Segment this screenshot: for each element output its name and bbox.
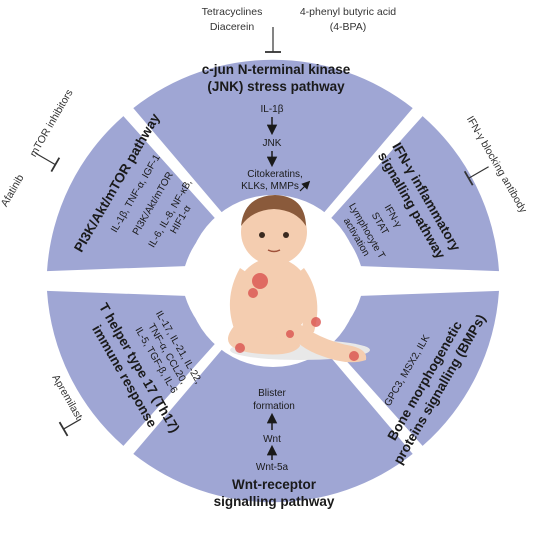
jnk-jnk: JNK [263,138,282,149]
sector-wnt [133,348,413,503]
wnt-title-2: signalling pathway [214,494,335,509]
sector-pi3k [47,116,218,272]
sector-ifn [328,116,499,272]
inhibitor-mtor: mTOR inhibitors [27,87,75,159]
inhibition-bar [58,421,69,437]
inhibition-bar [463,170,474,186]
jnk-title-2: (JNK) stress pathway [207,79,345,94]
inhibitor-4pba: 4-phenyl butyric acid [300,6,396,18]
inhibitor-afatinib: Afatinib [0,172,27,208]
wnt-blister: Blister [258,388,286,399]
jnk-title-1: c-jun N-terminal kinase [202,62,351,77]
inhibitor-4pba-abbr: (4-BPA) [330,21,367,33]
sector-bmp [328,290,499,446]
wnt-wnt: Wnt [263,434,281,445]
inhibitor-tetracyclines: Tetracyclines [202,6,263,18]
jnk-citokeratins: Citokeratins, [247,169,303,180]
sector-th17 [47,290,218,446]
sector-jnk [133,59,413,214]
jnk-sector-content: c-jun N-terminal kinase (JNK) stress pat… [202,62,351,192]
baby-illustration [227,195,370,363]
inhibitors-top: Tetracyclines Diacerein 4-phenyl butyric… [202,6,396,53]
inhibitor-diacerein: Diacerein [210,21,255,33]
jnk-il1b: IL-1β [261,104,284,115]
wheel-sectors [47,59,499,503]
jnk-klks: KLKs, MMPs [241,181,299,192]
wnt-title-1: Wnt-receptor [232,477,317,492]
wnt-sector-content: Blister formation Wnt Wnt-5a Wnt-recepto… [214,388,335,509]
wnt-formation: formation [253,401,295,412]
inhibition-bar [50,157,61,173]
wnt-wnt5a: Wnt-5a [256,462,289,473]
